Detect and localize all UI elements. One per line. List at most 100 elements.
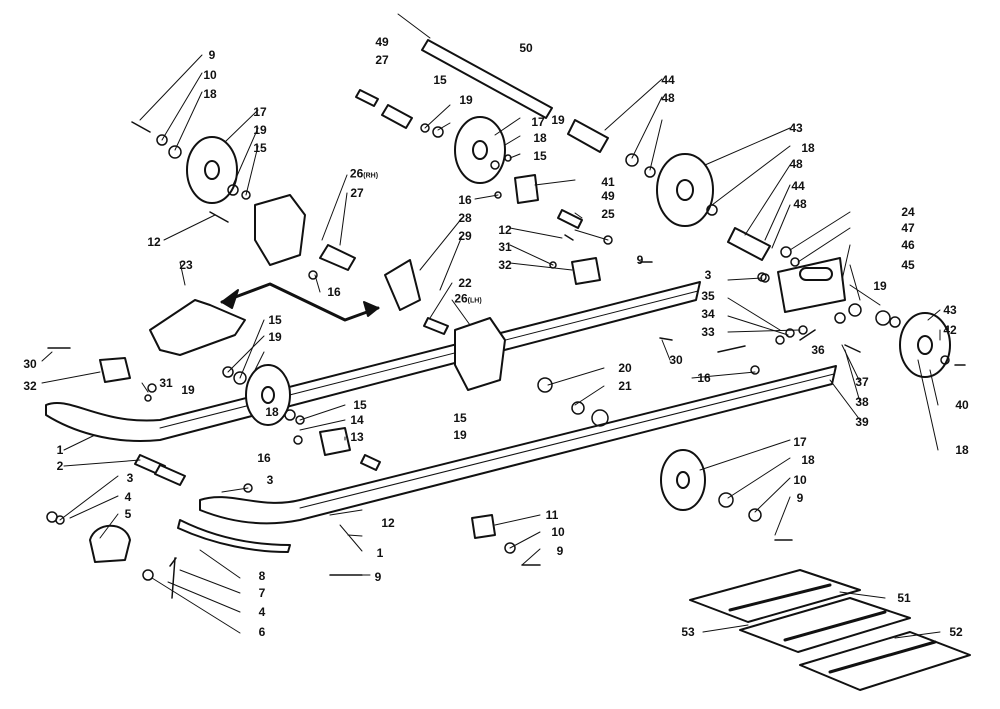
part-number-label: 19 xyxy=(873,279,887,293)
part-number-label: 2 xyxy=(56,459,64,473)
part-number-label: 53 xyxy=(681,625,695,639)
part-number-label: 32 xyxy=(23,379,37,393)
part-number-label: 9 xyxy=(556,544,564,558)
part-number-label: 44 xyxy=(661,73,675,87)
part-number-label: 1 xyxy=(376,546,384,560)
part-number-label: 19 xyxy=(453,428,467,442)
idler-wheels xyxy=(186,116,951,511)
part-number-label: 17 xyxy=(531,115,545,129)
rear-idler-wheel xyxy=(899,312,951,378)
part-number-label: 15 xyxy=(268,313,282,327)
leader-lines xyxy=(41,54,941,639)
part-number-label: 13 xyxy=(350,430,364,444)
right-slide-rail xyxy=(199,365,837,525)
rear-idler-wheel-hub xyxy=(917,335,933,355)
part-number-label: 29 xyxy=(458,229,472,243)
part-number-label: 18 xyxy=(203,87,217,101)
part-number-label: 16 xyxy=(458,193,472,207)
part-number-label: 8 xyxy=(258,569,266,583)
part-number-label: 9 xyxy=(636,253,644,267)
part-number-label: 28 xyxy=(458,211,472,225)
hardware xyxy=(46,123,950,581)
part-number-label: 4 xyxy=(124,490,132,504)
part-number-label: 6 xyxy=(258,625,266,639)
part-number-label: 37 xyxy=(855,375,869,389)
rear-axle-shaft xyxy=(397,13,553,119)
part-number-label: 44 xyxy=(791,179,805,193)
part-number-label: 19 xyxy=(181,383,195,397)
part-number-label: 12 xyxy=(147,235,161,249)
part-number-label: 50 xyxy=(519,41,533,55)
part-number-label: 19 xyxy=(551,113,565,127)
rear-idler-wheel-hub xyxy=(676,179,694,201)
part-number-label: 14 xyxy=(350,413,364,427)
front-arm xyxy=(149,299,246,356)
part-number-label: 43 xyxy=(789,121,803,135)
part-number-label: 20 xyxy=(618,361,632,375)
part-number-label: 18 xyxy=(801,141,815,155)
idler-wheel xyxy=(245,364,291,426)
rail-bumper xyxy=(89,524,131,563)
part-number-label: 23 xyxy=(179,258,193,272)
idler-wheel-hub xyxy=(472,140,488,160)
part-number-label: 3 xyxy=(126,471,134,485)
part-number-label: 5 xyxy=(124,507,132,521)
part-number-label: 30 xyxy=(669,353,683,367)
idler-wheel xyxy=(454,116,506,184)
part-number-label: 27 xyxy=(375,53,389,67)
part-number-label: 26(RH) xyxy=(349,166,379,181)
axle-plate xyxy=(777,257,846,313)
part-number-label: 35 xyxy=(701,289,715,303)
part-number-label: 33 xyxy=(701,325,715,339)
part-number-label: 15 xyxy=(453,411,467,425)
part-number-label: 15 xyxy=(253,141,267,155)
rh-bracket xyxy=(254,194,306,266)
adjuster-slot xyxy=(799,267,833,281)
part-number-label: 10 xyxy=(551,525,565,539)
part-number-label: 31 xyxy=(159,376,173,390)
part-number-label: 16 xyxy=(327,285,341,299)
part-number-label: 30 xyxy=(23,357,37,371)
part-number-label: 17 xyxy=(253,105,267,119)
spacers xyxy=(134,89,771,486)
wear-strip xyxy=(177,519,291,553)
part-number-label: 43 xyxy=(943,303,957,317)
rear-idler-wheel xyxy=(656,153,714,227)
idler-wheel-hub xyxy=(204,160,220,180)
part-number-label: 10 xyxy=(793,473,807,487)
part-number-label: 18 xyxy=(955,443,969,457)
part-number-label: 15 xyxy=(353,398,367,412)
part-number-label: 19 xyxy=(459,93,473,107)
part-number-label: 1 xyxy=(56,443,64,457)
idler-wheel-hub xyxy=(676,471,690,489)
track-section xyxy=(689,569,971,691)
pivot-bracket xyxy=(384,259,421,311)
part-number-label: 3 xyxy=(704,268,712,282)
part-number-label: 46 xyxy=(901,238,915,252)
part-number-label: 21 xyxy=(618,379,632,393)
part-number-label: 40 xyxy=(955,398,969,412)
part-number-label: 18 xyxy=(265,405,279,419)
part-number-label: 52 xyxy=(949,625,963,639)
idler-wheel xyxy=(186,136,238,204)
part-number-label: 49 xyxy=(375,35,389,49)
part-number-label: 45 xyxy=(901,258,915,272)
part-number-label: 47 xyxy=(901,221,915,235)
lh-bracket xyxy=(454,317,506,391)
part-number-label: 15 xyxy=(533,149,547,163)
part-number-label: 12 xyxy=(498,223,512,237)
part-number-label: 26(LH) xyxy=(454,291,482,306)
part-number-label: 48 xyxy=(789,157,803,171)
part-number-label: 18 xyxy=(533,131,547,145)
part-number-label: 15 xyxy=(433,73,447,87)
part-number-label: 10 xyxy=(203,68,217,82)
part-number-label: 39 xyxy=(855,415,869,429)
part-number-label: 27 xyxy=(350,186,364,200)
part-number-label: 18 xyxy=(801,453,815,467)
part-number-label: 48 xyxy=(793,197,807,211)
part-number-label: 3 xyxy=(266,473,274,487)
part-number-label: 9 xyxy=(374,570,382,584)
idler-wheel-hub xyxy=(261,386,275,404)
